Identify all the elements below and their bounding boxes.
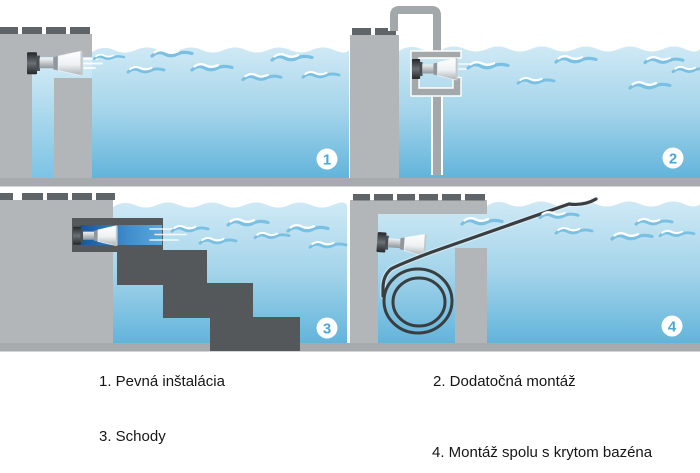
- hook-pipe-icon: [388, 4, 443, 175]
- pool-water: [399, 46, 700, 178]
- caption-4-pool-cover-mounting: 4. Montáž spolu s krytom bazéna: [432, 444, 653, 461]
- stair-step: [163, 283, 253, 318]
- pool-floor: [0, 178, 350, 187]
- badge-number-text: 1: [323, 152, 331, 169]
- jet-stream-icon: [458, 63, 471, 70]
- number-badge-3: 3: [316, 317, 338, 339]
- number-badge-1: 1: [316, 148, 338, 170]
- badge-number-text: 2: [669, 151, 677, 168]
- pool-wall: [0, 34, 92, 178]
- caption-1-fixed-installation: 1. Pevná inštalácia: [99, 373, 225, 390]
- number-badge-4: 4: [661, 315, 683, 337]
- cover-reel-icon: [382, 267, 454, 335]
- pool-wall: [350, 35, 399, 178]
- pool-wall: [350, 200, 487, 343]
- panel-1-fixed-installation: 1: [0, 27, 350, 187]
- pool-floor: [350, 343, 700, 352]
- number-badge-2: 2: [662, 147, 684, 169]
- caption-2-retrofit-mounting: 2. Dodatočná montáž: [433, 373, 576, 390]
- panel-4-pool-cover-mounting: 4: [350, 194, 700, 352]
- coping-tiles: [0, 27, 90, 34]
- coping-tiles: [353, 194, 485, 201]
- pool-water: [92, 47, 349, 178]
- coping-tiles: [352, 28, 396, 35]
- cover-line-icon: [380, 196, 599, 299]
- stair-step: [210, 317, 300, 351]
- stair-step: [117, 250, 207, 285]
- mounting-bracket-icon: [410, 50, 462, 97]
- caption-3-stairs: 3. Schody: [99, 428, 166, 445]
- badge-number-text: 3: [323, 321, 331, 338]
- badge-number-text: 4: [668, 319, 677, 336]
- wall-channel-water: [32, 57, 92, 178]
- pool-floor: [350, 178, 700, 187]
- niche-pillar: [455, 248, 487, 343]
- panel-3-stairs: 3: [0, 193, 350, 352]
- pool-floor: [0, 343, 350, 352]
- coping-tiles: [0, 193, 115, 200]
- panel-2-retrofit-mounting: 2: [350, 4, 700, 187]
